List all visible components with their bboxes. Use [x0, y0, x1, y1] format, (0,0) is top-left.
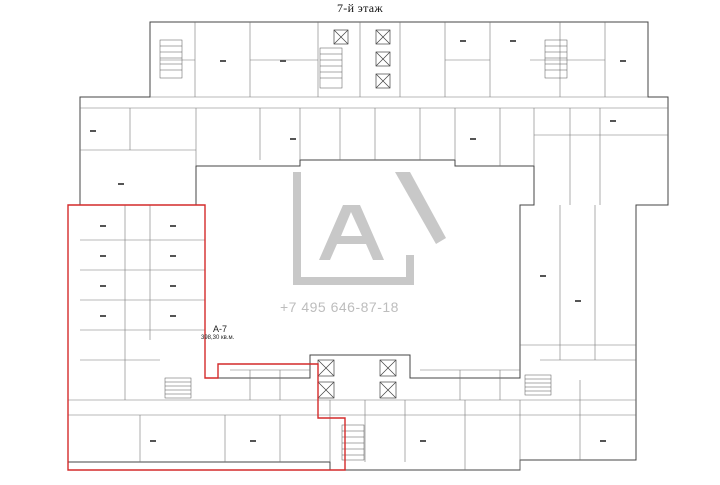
stairs — [159, 39, 568, 461]
watermark-phone: +7 495 646-87-18 — [280, 299, 399, 315]
floor-title: 7-й этаж — [337, 1, 383, 15]
unit-a7-outline — [67, 204, 346, 471]
unit-area-label: 398,30 кв.м. — [201, 335, 235, 341]
unit-id-label: А-7 — [213, 324, 228, 334]
watermark-logo — [293, 172, 446, 285]
courtyard-outline — [195, 159, 535, 379]
room-marks — [90, 40, 626, 442]
elevator-shafts — [317, 29, 397, 399]
